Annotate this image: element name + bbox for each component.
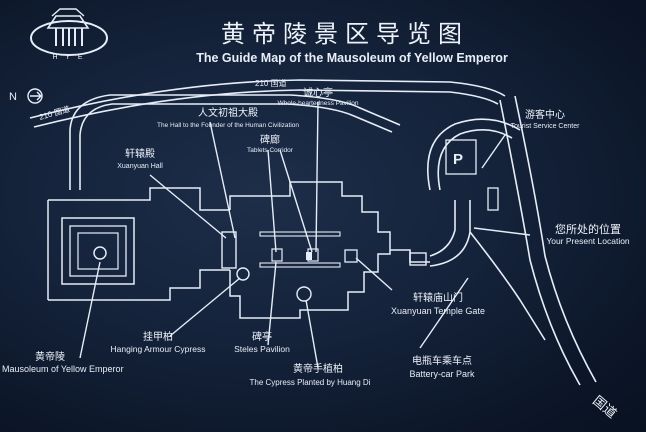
label-temple-gate-zh: 轩辕庙山门 <box>413 291 463 304</box>
label-tablets-corridor-en: Tablets Corridor <box>247 147 294 154</box>
label-mausoleum-zh: 黄帝陵 <box>35 350 65 363</box>
hye-logo <box>30 8 108 56</box>
loop-road <box>69 94 401 190</box>
label-temple-gate-en: Xuanyuan Temple Gate <box>391 306 485 316</box>
label-mausoleum-en: Mausoleum of Yellow Emperor <box>2 364 124 374</box>
label-xuanyuan-hall-en: Xuanyuan Hall <box>117 163 163 170</box>
label-battery-car-en: Battery-car Park <box>409 369 475 379</box>
label-armour-cypress-en: Hanging Armour Cypress <box>111 344 206 354</box>
label-whole-heartedness-zh: 诚心亭 <box>303 86 333 99</box>
logo-text: H Y E <box>52 54 85 61</box>
loop-road-inner <box>79 103 393 190</box>
label-battery-car-zh: 电瓶车乘车点 <box>412 354 472 367</box>
label-whole-heartedness-en: Whole-heartedness Pavilion <box>278 100 359 107</box>
gate-path <box>390 200 471 267</box>
road-right-label: 国道 <box>589 394 619 422</box>
road-210-label: 210 国道 <box>255 78 287 88</box>
label-tablets-corridor-zh: 碑廊 <box>260 133 280 146</box>
tourist-center-area: P <box>427 118 521 211</box>
river-road <box>469 95 597 386</box>
label-present-location-en: Your Present Location <box>546 236 630 246</box>
label-tourist-center-en: Tourist Service Center <box>511 123 581 130</box>
label-planted-cypress-en: The Cypress Planted by Huang Di <box>250 378 371 387</box>
leader-lines <box>79 101 531 369</box>
label-armour-cypress-zh: 挂甲柏 <box>143 330 173 343</box>
label-tourist-center-zh: 游客中心 <box>525 108 565 121</box>
label-planted-cypress-zh: 黄帝手植柏 <box>293 362 343 375</box>
label-steles-pavilion-en: Steles Pavilion <box>234 344 290 354</box>
parking-icon: P <box>453 151 463 168</box>
label-hall-founder-zh: 人文初祖大殿 <box>198 106 258 119</box>
north-label: N <box>9 91 17 103</box>
label-hall-founder-en: The Hall to the Founder of the Human Civ… <box>157 122 299 129</box>
label-steles-pavilion-zh: 碑亭 <box>252 330 272 343</box>
north-arrow-icon <box>27 88 43 104</box>
map-title-zh: 黄帝陵景区导览图 <box>221 20 469 48</box>
highway-210 <box>29 79 506 128</box>
label-xuanyuan-hall-zh: 轩辕殿 <box>125 147 155 160</box>
map-title-en: The Guide Map of the Mausoleum of Yellow… <box>196 51 508 65</box>
mausoleum-compound <box>47 187 230 301</box>
label-present-location-zh: 您所处的位置 <box>555 222 621 236</box>
temple-compound <box>221 181 391 319</box>
